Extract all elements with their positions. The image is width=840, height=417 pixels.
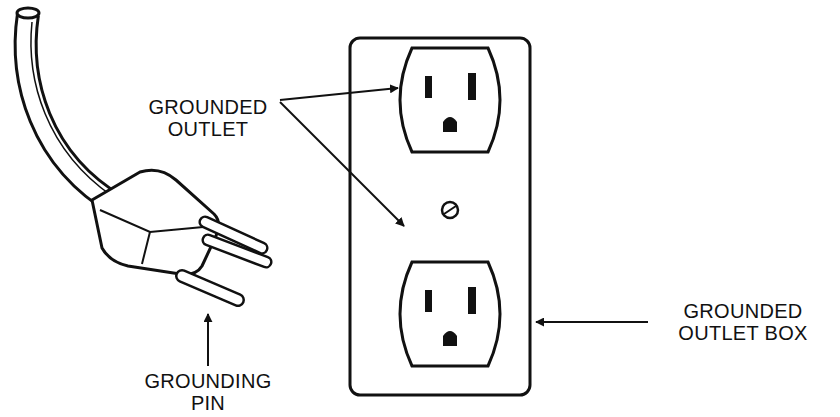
receptacle-bottom <box>400 262 500 366</box>
screw <box>442 202 458 218</box>
callout-label: GROUNDING PIN <box>133 370 283 414</box>
callout-label: GROUNDED OUTLET BOX <box>668 300 818 344</box>
callout-label: GROUNDED OUTLET <box>133 96 283 140</box>
grounding-pin <box>182 276 238 300</box>
leader-lines <box>208 88 648 366</box>
receptacle-top <box>400 48 500 152</box>
outlet-box <box>350 38 530 395</box>
plug-prongs <box>205 222 266 262</box>
power-cord <box>17 8 118 206</box>
